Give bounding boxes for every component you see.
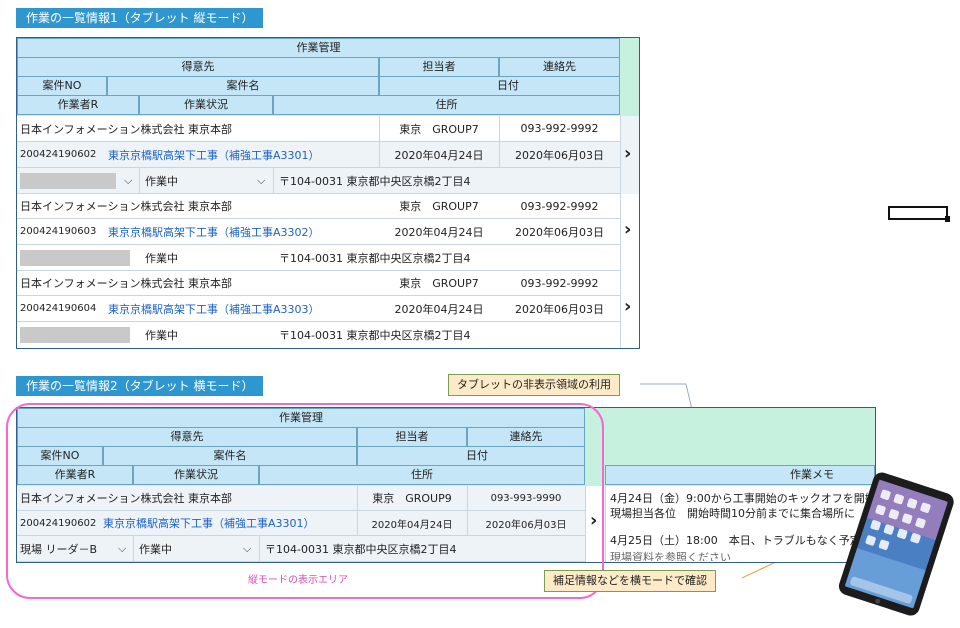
phone-number: 093-993-9990 — [490, 492, 562, 504]
chevron-down-icon: ⌵ — [118, 542, 127, 555]
horizontal-list: 日本インフォメーション株式会社 東京本部 東京 GROUP9 093-993-9… — [17, 486, 876, 562]
memo-line: 現場資料を参照ください — [610, 551, 731, 561]
status-select[interactable]: 作業中 ⌵ — [133, 536, 259, 562]
company-name: 日本インフォメーション株式会社 東京本部 — [20, 122, 232, 136]
header-status: 作業状況 — [133, 465, 259, 485]
horizontal-panel: 作業管理 得意先 担当者 連絡先 案件NO 案件名 日付 作業者R 作業状況 住… — [16, 407, 876, 563]
table-row[interactable]: 日本インフォメーション株式会社 東京本部 東京 GROUP7 093-992-9… — [17, 271, 639, 348]
callout-hidden-area: タブレットの非表示領域の利用 — [448, 374, 620, 396]
status-value: 作業中 — [139, 543, 172, 556]
table-row[interactable]: 日本インフォメーション株式会社 東京本部 東京 GROUP7 093-992-9… — [17, 116, 639, 194]
header-date: 日付 — [379, 76, 620, 96]
worker-select[interactable]: ⌵ — [20, 173, 138, 189]
worker-value: 現場 リーダ－B — [20, 543, 98, 556]
end-date: 2020年06月03日 — [515, 148, 604, 162]
chevron-right-icon[interactable]: › — [590, 510, 598, 531]
callout-supplement: 補足情報などを横モードで確認 — [544, 570, 716, 592]
case-name-link[interactable]: 東京京橋駅高架下工事（補強工事A3301） — [103, 517, 315, 530]
start-date: 2020年04月24日 — [371, 519, 453, 531]
case-number: 200424190604 — [20, 303, 97, 314]
person-name: 東京 GROUP7 — [399, 200, 479, 213]
table-row[interactable]: 日本インフォメーション株式会社 東京本部 東京 GROUP9 093-993-9… — [17, 486, 876, 562]
chevron-right-icon[interactable]: › — [624, 143, 632, 164]
phone-number: 093-992-9992 — [520, 276, 599, 290]
case-number: 200424190603 — [20, 226, 97, 237]
header-group: 作業管理 — [17, 38, 620, 58]
phone-number: 093-992-9992 — [520, 122, 599, 135]
case-number: 200424190602 — [20, 149, 97, 160]
header-case-no: 案件NO — [17, 446, 103, 466]
vertical-mode-title: 作業の一覧情報1（タブレット 縦モード） — [16, 8, 264, 28]
vertical-list: 日本インフォメーション株式会社 東京本部 東京 GROUP7 093-992-9… — [17, 116, 639, 348]
chevron-right-icon[interactable]: › — [624, 296, 632, 317]
address-text: 〒104-0031 東京都中央区京橋2丁目4 — [279, 174, 471, 188]
memo-area: 4月24日（金）9:00から工事開始のキックオフを開始 現場担当各位 開始時間1… — [605, 486, 876, 562]
header-person: 担当者 — [379, 57, 499, 77]
rectangle-icon — [888, 206, 948, 220]
header-case-name: 案件名 — [107, 76, 379, 96]
chevron-down-icon: ⌵ — [257, 174, 266, 187]
table-row[interactable]: 日本インフォメーション株式会社 東京本部 東京 GROUP7 093-992-9… — [17, 194, 639, 271]
start-date: 2020年04月24日 — [394, 302, 484, 316]
memo-line: 4月24日（金）9:00から工事開始のキックオフを開始 — [610, 492, 876, 505]
address-text: 〒104-0031 東京都中央区京橋2丁目4 — [279, 251, 471, 265]
chevron-right-icon[interactable]: › — [624, 219, 632, 240]
vertical-area-highlight — [6, 403, 604, 599]
tablet-icon — [838, 472, 954, 616]
memo-line: 現場担当各位 開始時間10分前までに集合場所に — [610, 507, 855, 520]
header-status: 作業状況 — [139, 95, 273, 115]
case-name-link[interactable]: 東京京橋駅高架下工事（補強工事A3302） — [108, 225, 320, 239]
end-date: 2020年06月03日 — [515, 225, 604, 239]
status-value: 作業中 — [145, 175, 178, 188]
person-name: 東京 GROUP9 — [372, 492, 452, 505]
person-name: 東京 GROUP7 — [399, 122, 479, 136]
vertical-panel: 作業管理 得意先 担当者 連絡先 案件NO 案件名 日付 作業者R 作業状況 住… — [16, 37, 640, 349]
worker-placeholder — [20, 327, 130, 343]
person-name: 東京 GROUP7 — [399, 277, 479, 290]
status-value: 作業中 — [145, 328, 178, 342]
header-memo: 作業メモ — [605, 465, 875, 485]
case-name-link[interactable]: 東京京橋駅高架下工事（補強工事A3301） — [108, 148, 320, 162]
vertical-area-label: 縦モードの表示エリア — [248, 575, 348, 586]
header-worker: 作業者R — [17, 465, 133, 485]
address-text: 〒104-0031 東京都中央区京橋2丁目4 — [279, 328, 471, 342]
header-worker: 作業者R — [17, 95, 139, 115]
chevron-down-icon: ⌵ — [243, 542, 252, 555]
status-value: 作業中 — [145, 251, 178, 265]
company-name: 日本インフォメーション株式会社 東京本部 — [20, 492, 232, 505]
header-address: 住所 — [259, 465, 585, 485]
header-customer: 得意先 — [17, 57, 379, 77]
start-date: 2020年04月24日 — [394, 225, 484, 239]
status-select[interactable]: 作業中 ⌵ — [139, 168, 273, 194]
start-date: 2020年04月24日 — [394, 148, 484, 162]
company-name: 日本インフォメーション株式会社 東京本部 — [20, 200, 232, 213]
header-address: 住所 — [273, 95, 620, 115]
memo-line: 4月25日（土）18:00 本日、トラブルもなく予定通 — [610, 534, 872, 547]
worker-placeholder — [20, 250, 130, 266]
phone-number: 093-992-9992 — [520, 199, 599, 213]
end-date: 2020年06月03日 — [485, 519, 567, 531]
end-date: 2020年06月03日 — [515, 302, 604, 316]
horizontal-mode-title: 作業の一覧情報2（タブレット 横モード） — [16, 376, 264, 396]
rectangle-icon-tab — [945, 216, 950, 222]
chevron-down-icon: ⌵ — [124, 174, 133, 187]
address-text: 〒104-0031 東京都中央区京橋2丁目4 — [265, 542, 457, 556]
case-name-link[interactable]: 東京京橋駅高架下工事（補強工事A3303） — [108, 302, 320, 316]
case-number: 200424190602 — [20, 517, 97, 529]
worker-select[interactable]: 現場 リーダ－B ⌵ — [20, 536, 132, 562]
header-contact: 連絡先 — [499, 57, 620, 77]
header-case-no: 案件NO — [17, 76, 107, 96]
company-name: 日本インフォメーション株式会社 東京本部 — [20, 277, 232, 290]
